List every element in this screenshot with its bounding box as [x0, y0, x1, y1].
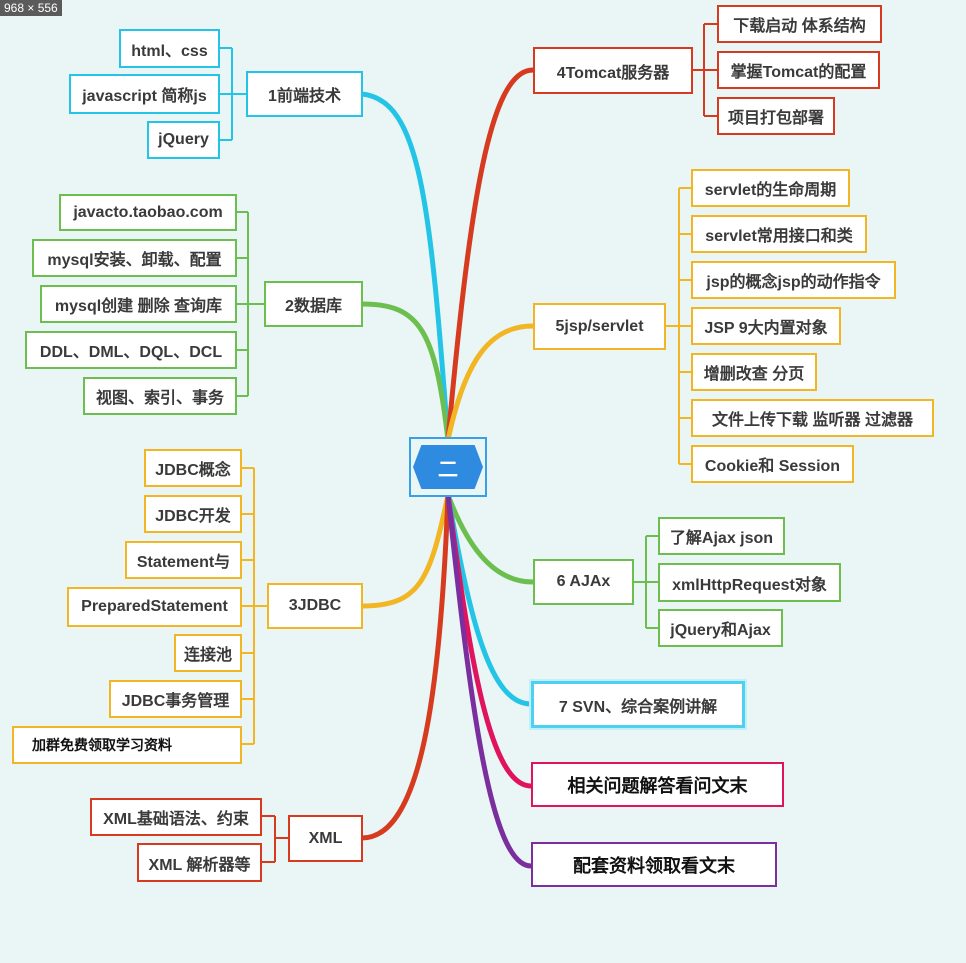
leaf-javacto[interactable]: javacto.taobao.com: [59, 194, 237, 231]
leaf-servlet-lifecycle[interactable]: servlet的生命周期: [691, 169, 850, 207]
leaf-preparedstatement[interactable]: PreparedStatement: [67, 587, 242, 627]
leaf-html-css[interactable]: html、css: [119, 29, 220, 68]
leaf-mysql-create[interactable]: mysql创建 删除 查询库: [40, 285, 237, 323]
branch-frontend[interactable]: 1前端技术: [246, 71, 363, 117]
leaf-xml-parser[interactable]: XML 解析器等: [137, 843, 262, 882]
branch-tomcat[interactable]: 4Tomcat服务器: [533, 47, 693, 94]
leaf-jquery-ajax[interactable]: jQuery和Ajax: [658, 609, 783, 647]
leaf-tomcat-config[interactable]: 掌握Tomcat的配置: [717, 51, 880, 89]
leaf-jsp-concept[interactable]: jsp的概念jsp的动作指令: [691, 261, 896, 299]
leaf-free-materials[interactable]: 加群免费领取学习资料: [12, 726, 242, 764]
leaf-javascript[interactable]: javascript 简称js: [69, 74, 220, 114]
leaf-statement[interactable]: Statement与: [125, 541, 242, 579]
leaf-views-index[interactable]: 视图、索引、事务: [83, 377, 237, 415]
branch-jdbc[interactable]: 3JDBC: [267, 583, 363, 629]
branch-xml[interactable]: XML: [288, 815, 363, 862]
branch-materials[interactable]: 配套资料领取看文末: [531, 842, 777, 887]
leaf-servlet-interfaces[interactable]: servlet常用接口和类: [691, 215, 867, 253]
center-label: 二: [413, 445, 483, 489]
branch-jsp-servlet[interactable]: 5jsp/servlet: [533, 303, 666, 350]
leaf-ddl-dml[interactable]: DDL、DML、DQL、DCL: [25, 331, 237, 369]
link-b3: [359, 492, 451, 609]
link-b7: [445, 492, 536, 585]
leaf-jsp-builtins[interactable]: JSP 9大内置对象: [691, 307, 841, 345]
leaf-tomcat-download[interactable]: 下载启动 体系结构: [717, 5, 882, 43]
link-b9: [445, 492, 534, 789]
leaf-mysql-install[interactable]: mysql安装、卸载、配置: [32, 239, 237, 277]
leaf-xmlhttprequest[interactable]: xmlHttpRequest对象: [658, 563, 841, 602]
link-b10: [445, 492, 534, 869]
leaf-ajax-json[interactable]: 了解Ajax json: [658, 517, 785, 555]
leaf-jdbc-concept[interactable]: JDBC概念: [144, 449, 242, 487]
branch-svn[interactable]: 7 SVN、综合案例讲解: [529, 679, 747, 730]
leaf-jdbc-transaction[interactable]: JDBC事务管理: [109, 680, 242, 718]
branch-database[interactable]: 2数据库: [264, 281, 363, 327]
leaf-xml-syntax[interactable]: XML基础语法、约束: [90, 798, 262, 836]
center-node[interactable]: 二: [409, 437, 487, 497]
link-b6: [445, 323, 536, 443]
link-b2: [359, 301, 451, 443]
leaf-jquery[interactable]: jQuery: [147, 121, 220, 159]
branch-faq[interactable]: 相关问题解答看问文末: [531, 762, 784, 807]
leaf-tomcat-deploy[interactable]: 项目打包部署: [717, 97, 835, 135]
leaf-upload-listener-filter[interactable]: 文件上传下载 监听器 过滤器: [691, 399, 934, 437]
link-b1: [359, 91, 451, 443]
link-b4: [359, 492, 451, 841]
link-b5: [445, 67, 536, 443]
leaf-crud-paging[interactable]: 增删改查 分页: [691, 353, 817, 391]
leaf-connection-pool[interactable]: 连接池: [174, 634, 242, 672]
image-size-tag: 968 × 556: [0, 0, 62, 16]
branch-ajax[interactable]: 6 AJAx: [533, 559, 634, 605]
leaf-jdbc-dev[interactable]: JDBC开发: [144, 495, 242, 533]
leaf-cookie-session[interactable]: Cookie和 Session: [691, 445, 854, 483]
